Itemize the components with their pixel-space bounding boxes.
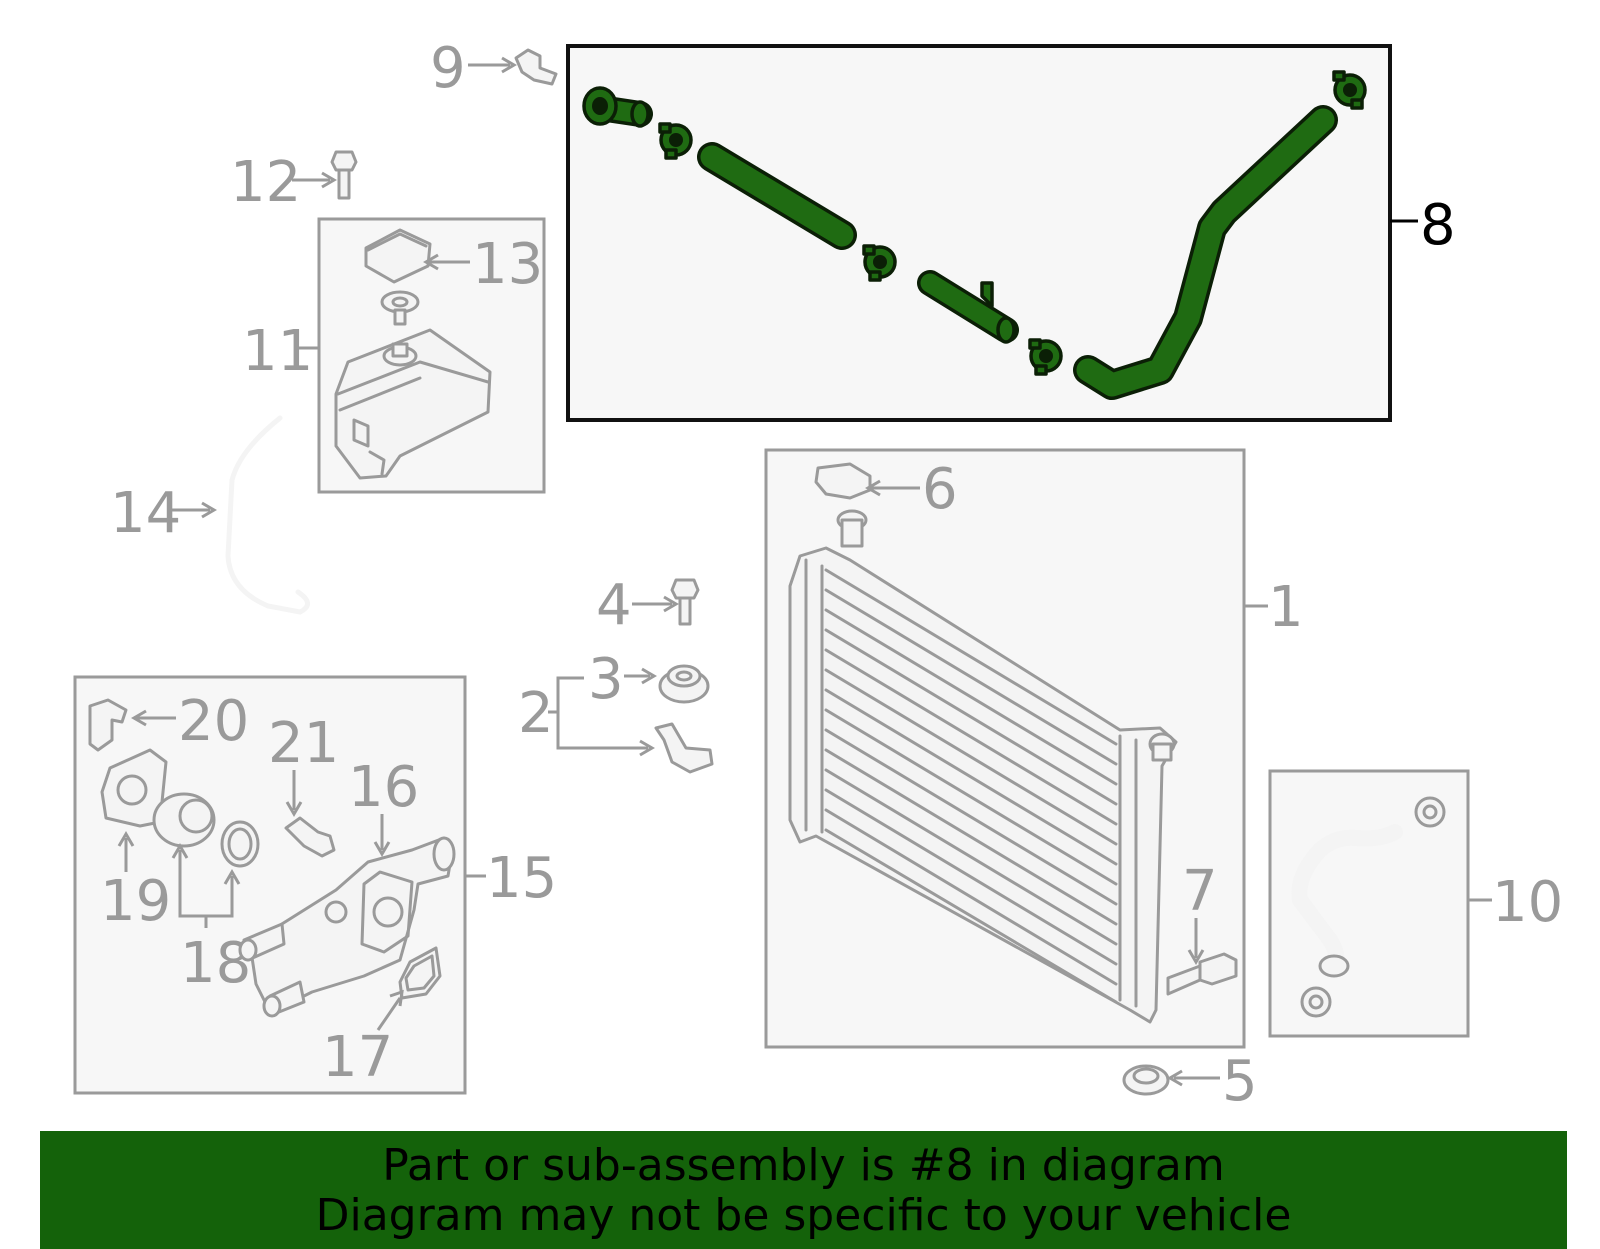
callout-12[interactable]: 12 xyxy=(230,150,301,215)
part-14-hose[interactable]: 14 xyxy=(110,415,310,615)
part-7-drain-plug[interactable]: 7 xyxy=(1166,859,1238,996)
callout-1[interactable]: 1 xyxy=(1268,575,1304,640)
hose-clamp-3 xyxy=(1028,338,1063,376)
part-9-clip[interactable]: 9 xyxy=(430,36,558,101)
callout-11[interactable]: 11 xyxy=(242,319,313,384)
callout-4[interactable]: 4 xyxy=(596,573,632,638)
callout-7[interactable]: 7 xyxy=(1182,859,1218,924)
part-2-bracket[interactable]: 2 xyxy=(518,676,714,774)
straight-hose xyxy=(697,142,857,250)
radiator-core xyxy=(788,509,1178,1024)
part-13-cap[interactable]: 13 xyxy=(364,228,543,297)
part-3-grommet[interactable]: 3 xyxy=(588,647,710,712)
hose-clamp-2 xyxy=(862,244,897,282)
group-box-8[interactable]: 8 xyxy=(566,44,1456,422)
elbow-connector xyxy=(582,86,653,128)
part-16-housing[interactable]: 16 xyxy=(238,755,456,1018)
callout-19[interactable]: 19 xyxy=(100,869,171,934)
callout-21[interactable]: 21 xyxy=(268,711,339,776)
callout-18[interactable]: 18 xyxy=(180,931,251,996)
callout-17[interactable]: 17 xyxy=(322,1025,393,1090)
callout-2[interactable]: 2 xyxy=(518,681,554,746)
callout-9[interactable]: 9 xyxy=(430,36,466,101)
callout-13[interactable]: 13 xyxy=(472,232,543,297)
banner-line-2: Diagram may not be specific to your vehi… xyxy=(315,1190,1292,1241)
part-5-grommet[interactable]: 5 xyxy=(1122,1049,1258,1114)
reservoir-tank xyxy=(334,290,492,480)
banner-line-1: Part or sub-assembly is #8 in diagram xyxy=(382,1140,1225,1191)
part-12-bolt[interactable]: 12 xyxy=(230,150,358,215)
hose-10 xyxy=(1291,796,1446,1018)
callout-15[interactable]: 15 xyxy=(486,846,557,911)
part-6-cap[interactable]: 6 xyxy=(814,457,958,522)
hose-clamp-1 xyxy=(658,122,693,160)
bent-hose xyxy=(1073,105,1338,400)
hose-clamp-4 xyxy=(1332,70,1367,110)
callout-16[interactable]: 16 xyxy=(348,755,419,820)
part-17-gasket[interactable]: 17 xyxy=(322,946,442,1090)
callout-5[interactable]: 5 xyxy=(1222,1049,1258,1114)
info-banner: Part or sub-assembly is #8 in diagram Di… xyxy=(40,1131,1567,1249)
part-20-bracket[interactable]: 20 xyxy=(88,689,249,754)
callout-3[interactable]: 3 xyxy=(588,647,624,712)
part-19-gasket[interactable]: 19 xyxy=(100,748,171,934)
part-4-bolt[interactable]: 4 xyxy=(596,573,700,638)
callout-14[interactable]: 14 xyxy=(110,481,181,546)
connector-pipe xyxy=(917,270,1019,344)
callout-10[interactable]: 10 xyxy=(1492,870,1563,935)
part-18-thermostat[interactable]: 18 xyxy=(152,792,260,996)
callout-20[interactable]: 20 xyxy=(178,689,249,754)
hose-assembly-8[interactable] xyxy=(582,70,1367,400)
callout-8[interactable]: 8 xyxy=(1420,193,1456,258)
part-21-sensor[interactable]: 21 xyxy=(268,711,339,858)
callout-6[interactable]: 6 xyxy=(922,457,958,522)
